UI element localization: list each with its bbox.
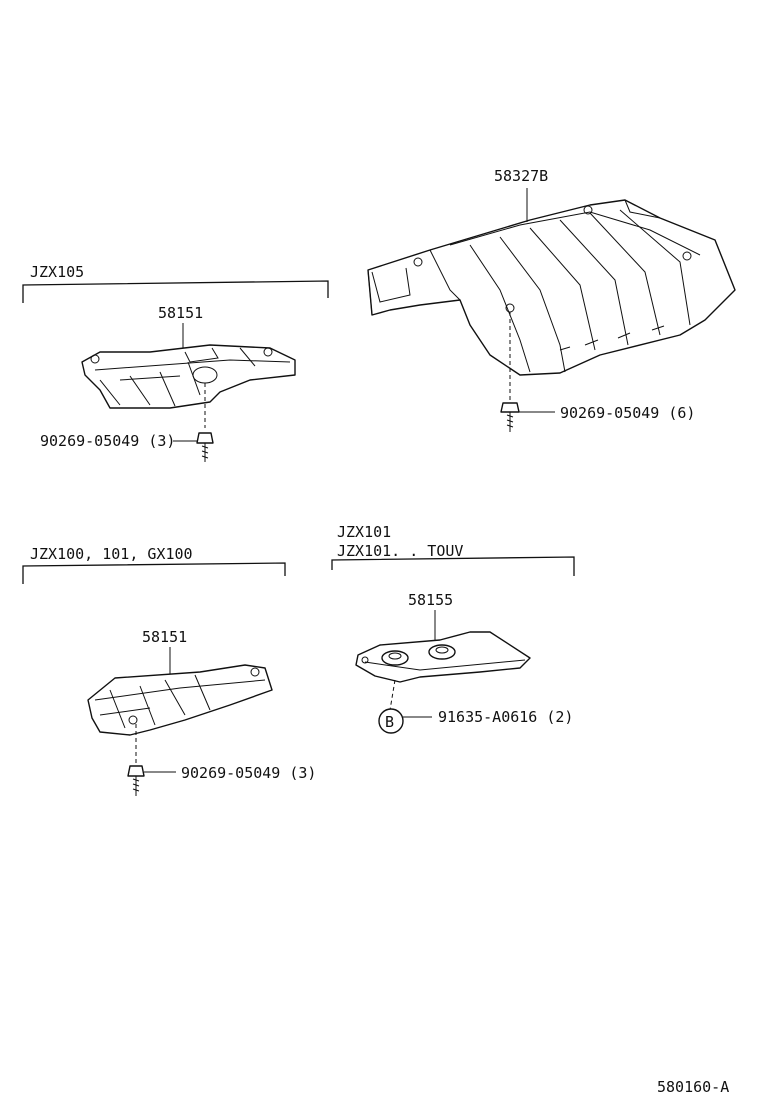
group-label-jzx101-touv: JZX101. . TOUV <box>337 542 463 560</box>
heat-insulator-58155[interactable] <box>355 631 531 683</box>
clip-callout-b: B <box>378 708 404 734</box>
heat-insulator-58151-jzx100[interactable] <box>87 664 273 736</box>
bolt-icon <box>196 432 214 462</box>
group-label-jzx105: JZX105 <box>30 263 84 281</box>
part-number-58155: 58155 <box>408 591 453 609</box>
bolt-icon <box>127 765 145 796</box>
part-number-58151-jzx100: 58151 <box>142 628 187 646</box>
callout-letter-b: B <box>385 713 394 731</box>
bolt-icon <box>500 402 520 432</box>
heat-insulator-58151-jzx105[interactable] <box>81 344 296 409</box>
group-label-jzx101: JZX101 <box>337 523 391 541</box>
part-number-58327b: 58327B <box>494 167 548 185</box>
fastener-jzx105: 90269-05049 (3) <box>40 432 175 450</box>
figure-code: 580160-A <box>657 1078 729 1096</box>
group-label-jzx100: JZX100, 101, GX100 <box>30 545 193 563</box>
fastener-jzx100: 90269-05049 (3) <box>181 764 316 782</box>
heat-insulator-58327b[interactable] <box>367 199 736 376</box>
part-number-58151-jzx105: 58151 <box>158 304 203 322</box>
fastener-main-cover: 90269-05049 (6) <box>560 404 695 422</box>
fastener-jzx101: 91635-A0616 (2) <box>438 708 573 726</box>
